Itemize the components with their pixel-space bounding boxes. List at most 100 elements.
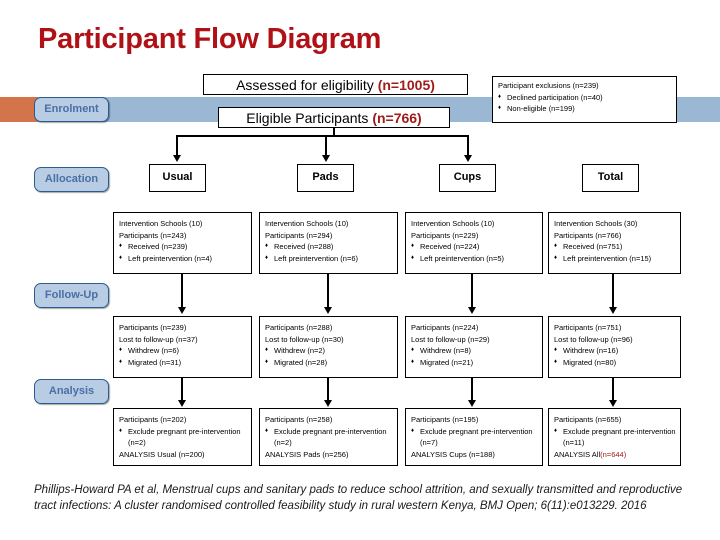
analysis-box-usual: Participants (n=202) Exclude pregnant pr… [113,408,252,466]
followup-participants: Participants (n=239) [119,323,187,332]
arrowhead-followup-usual [178,307,186,314]
connector-alloc-to-followup [327,274,329,308]
page-title: Participant Flow Diagram [38,23,382,55]
arrowhead-analysis-usual [178,400,186,407]
analysis-count: (n=200) [178,449,205,459]
analysis-participants: Participants (n=258) [265,415,333,424]
analysis-exclude: Exclude pregnant pre-intervention (n=2) [119,426,251,449]
followup-item: Withdrew (n=8) [411,345,542,357]
arm-label-pads: Pads [297,164,354,192]
followup-lost: Lost to follow-up (n=96) [554,334,633,344]
followup-lost: Lost to follow-up (n=29) [411,334,490,344]
arrowhead-followup-cups [468,307,476,314]
exclusions-heading: Participant exclusions (n=239) [498,81,599,90]
arrowhead-analysis-pads [324,400,332,407]
allocation-box-usual: Intervention Schools (10) Participants (… [113,212,252,274]
eligible-label: Eligible Participants [246,110,373,126]
stage-pill-enrolment[interactable]: Enrolment [34,97,109,122]
allocation-schools: Intervention Schools (10) [265,219,349,228]
connector-followup-to-analysis [471,378,473,402]
analysis-label: ANALYSIS All [554,449,601,459]
connector-drop-usual [176,135,178,156]
followup-lost: Lost to follow-up (n=37) [119,334,198,344]
eligible-count: (n=766) [372,110,422,126]
followup-item: Migrated (n=28) [265,357,397,369]
box-assessed-for-eligibility: Assessed for eligibility (n=1005) [203,74,468,95]
connector-drop-pads [325,135,327,156]
analysis-box-total: Participants (n=655) Exclude pregnant pr… [548,408,681,466]
analysis-exclude: Exclude pregnant pre-intervention (n=2) [265,426,397,449]
analysis-label: ANALYSIS Cups [411,449,469,459]
connector-alloc-to-followup [181,274,183,308]
analysis-count: (n=256) [322,449,349,459]
arm-label-total: Total [582,164,639,192]
allocation-participants: Participants (n=294) [265,230,333,240]
allocation-item: Received (n=239) [119,241,251,253]
followup-item: Migrated (n=80) [554,357,680,369]
analysis-participants: Participants (n=195) [411,415,479,424]
stage-pill-follow-up[interactable]: Follow-Up [34,283,109,308]
allocation-item: Received (n=288) [265,241,397,253]
allocation-item: Left preintervention (n=6) [265,253,397,265]
followup-item: Withdrew (n=6) [119,345,251,357]
arrowhead-followup-total [609,307,617,314]
connector-drop-cups [467,135,469,156]
allocation-schools: Intervention Schools (10) [411,219,495,228]
arrowhead-analysis-total [609,400,617,407]
allocation-schools: Intervention Schools (30) [554,219,638,228]
analysis-box-cups: Participants (n=195) Exclude pregnant pr… [405,408,543,466]
arm-label-usual: Usual [149,164,206,192]
followup-box-usual: Participants (n=239) Lost to follow-up (… [113,316,252,378]
followup-participants: Participants (n=224) [411,323,479,332]
assessed-label: Assessed for eligibility [236,77,378,93]
analysis-box-pads: Participants (n=258) Exclude pregnant pr… [259,408,398,466]
arrowhead-analysis-cups [468,400,476,407]
allocation-item: Left preintervention (n=4) [119,253,251,265]
arrowhead-usual [173,155,181,162]
analysis-label: ANALYSIS Pads [265,449,323,459]
allocation-item: Received (n=224) [411,241,542,253]
stage-pill-analysis[interactable]: Analysis [34,379,109,404]
connector-alloc-to-followup [612,274,614,308]
analysis-participants: Participants (n=202) [119,415,187,424]
exclusions-item: Non-eligible (n=199) [498,103,676,115]
connector-followup-to-analysis [327,378,329,402]
exclusions-item: Declined participation (n=40) [498,92,676,104]
box-eligible-participants: Eligible Participants (n=766) [218,107,450,128]
allocation-item: Received (n=751) [554,241,680,253]
citation-text: Phillips-Howard PA et al, Menstrual cups… [34,484,683,512]
allocation-box-total: Intervention Schools (30) Participants (… [548,212,681,274]
followup-box-pads: Participants (n=288) Lost to follow-up (… [259,316,398,378]
connector-stem-eligible [333,128,335,136]
followup-lost: Lost to follow-up (n=30) [265,334,344,344]
followup-box-cups: Participants (n=224) Lost to follow-up (… [405,316,543,378]
band-orange-segment [0,97,38,122]
allocation-schools: Intervention Schools (10) [119,219,203,228]
assessed-count: (n=1005) [377,77,435,93]
arm-label-cups: Cups [439,164,496,192]
analysis-label: ANALYSIS Usual [119,449,179,459]
analysis-exclude: Exclude pregnant pre-intervention (n=11) [554,426,680,449]
followup-item: Migrated (n=31) [119,357,251,369]
followup-item: Withdrew (n=16) [554,345,680,357]
allocation-participants: Participants (n=243) [119,230,187,240]
box-participant-exclusions: Participant exclusions (n=239) Declined … [492,76,677,123]
allocation-participants: Participants (n=766) [554,230,622,240]
allocation-item: Left preintervention (n=15) [554,253,680,265]
analysis-count: (n=188) [468,449,495,459]
followup-box-total: Participants (n=751) Lost to follow-up (… [548,316,681,378]
connector-bracket-horizontal [176,135,468,137]
stage-pill-allocation[interactable]: Allocation [34,167,109,192]
analysis-count: (n=644) [600,449,627,459]
arrowhead-pads [322,155,330,162]
followup-item: Withdrew (n=2) [265,345,397,357]
allocation-item: Left preintervention (n=5) [411,253,542,265]
allocation-participants: Participants (n=229) [411,230,479,240]
allocation-box-cups: Intervention Schools (10) Participants (… [405,212,543,274]
followup-item: Migrated (n=21) [411,357,542,369]
analysis-exclude: Exclude pregnant pre-intervention (n=7) [411,426,542,449]
arrowhead-followup-pads [324,307,332,314]
connector-alloc-to-followup [471,274,473,308]
followup-participants: Participants (n=751) [554,323,622,332]
connector-followup-to-analysis [612,378,614,402]
